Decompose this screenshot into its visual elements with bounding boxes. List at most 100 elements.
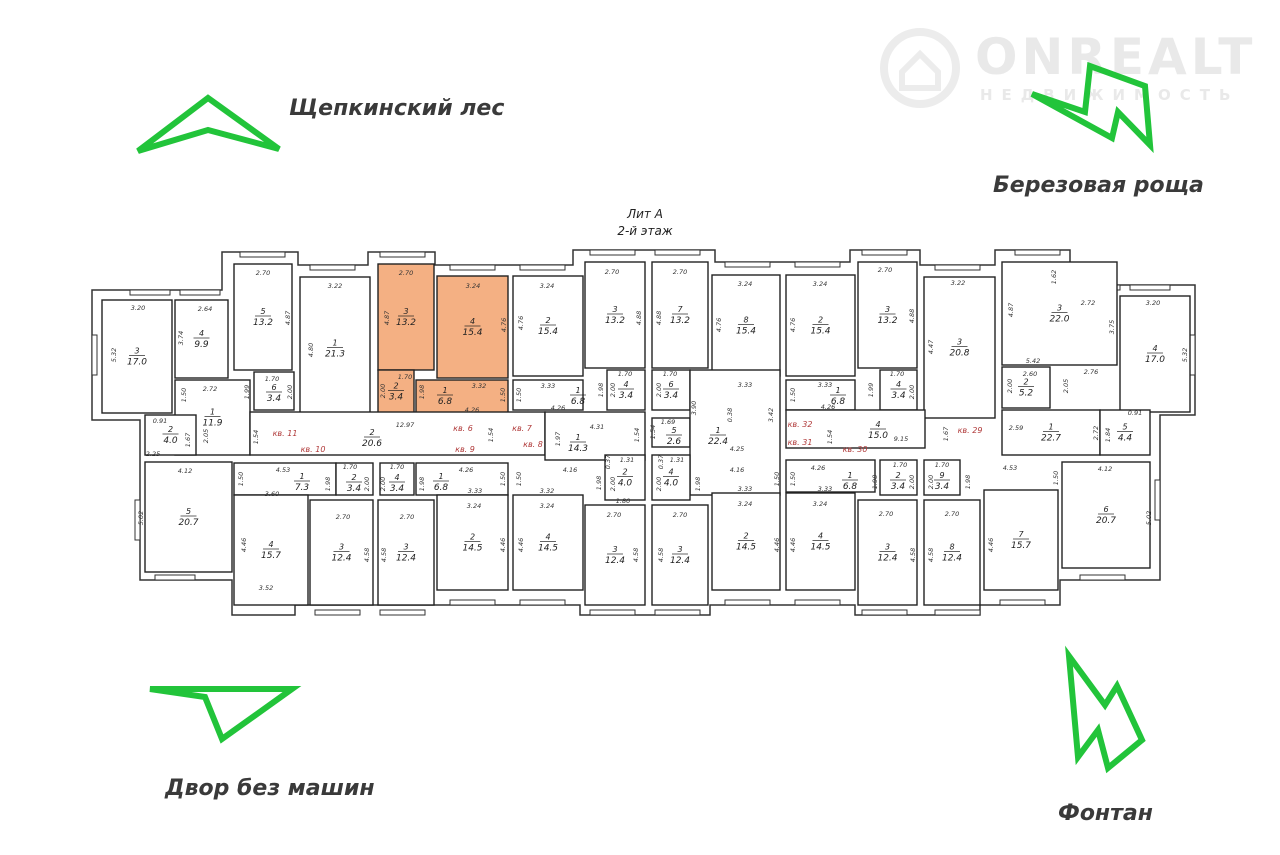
label-shchepkinsky-forest: Щепкинский лес xyxy=(289,96,505,121)
dimension-label: 1.70 xyxy=(390,463,404,471)
room: 24.0 xyxy=(604,454,646,501)
room-number: 2 xyxy=(393,382,398,391)
dimension-label: 1.31 xyxy=(620,456,634,464)
dimension-label: 1.50 xyxy=(789,472,797,486)
room-area: 15.7 xyxy=(1011,541,1031,551)
room: 23.4 xyxy=(879,459,918,496)
room: 54.4 xyxy=(1099,409,1151,456)
room-number: 4 xyxy=(470,317,475,326)
room: 214.5 xyxy=(711,492,781,591)
room-shape xyxy=(785,274,856,377)
room-area: 22.0 xyxy=(1049,315,1069,325)
room-number: 9 xyxy=(939,471,944,480)
room-shape xyxy=(1061,461,1151,569)
room: 43.4 xyxy=(606,369,646,411)
dimension-label: 2.70 xyxy=(945,510,959,518)
room-shape xyxy=(651,454,691,501)
window xyxy=(999,599,1046,606)
direction-arrow-icon xyxy=(136,94,281,154)
room-number: 2 xyxy=(743,532,748,541)
house-logo-icon xyxy=(880,28,960,108)
room-shape xyxy=(651,261,709,369)
room-shape xyxy=(544,411,646,461)
room-area: 3.4 xyxy=(935,482,950,492)
room: 415.4 xyxy=(436,275,509,379)
window xyxy=(309,264,356,271)
dimension-label: 3.33 xyxy=(818,381,832,389)
room-number: 7 xyxy=(677,305,683,314)
dimension-label: 4.87 xyxy=(284,310,292,325)
room-shape xyxy=(857,499,918,606)
room: 520.7 xyxy=(144,461,233,573)
room-number: 1 xyxy=(575,433,580,442)
room-area: 15.4 xyxy=(538,327,558,337)
dimension-label: 5.42 xyxy=(1026,357,1040,365)
room-shape xyxy=(923,459,961,496)
room-number: 2 xyxy=(470,533,475,542)
dimension-label: 1.70 xyxy=(265,375,279,383)
apartment-label: кв. 7 xyxy=(512,424,533,433)
room: 713.2 xyxy=(651,261,709,369)
window xyxy=(519,264,566,271)
window xyxy=(934,264,981,271)
room: 812.4 xyxy=(923,499,981,606)
dimension-label: 4.12 xyxy=(178,467,192,475)
room-area: 12.4 xyxy=(605,556,625,566)
apartment-label: кв. 8 xyxy=(523,440,543,449)
room: 320.8 xyxy=(923,276,996,419)
apartment-label: кв. 32 xyxy=(788,420,813,429)
room-number: 3 xyxy=(1057,304,1062,313)
dimension-label: 5.32 xyxy=(110,348,118,362)
room-shape xyxy=(879,369,918,411)
dimension-label: 3.90 xyxy=(690,401,698,415)
room-shape xyxy=(253,371,295,411)
room: 93.4 xyxy=(923,459,961,496)
dimension-label: 4.58 xyxy=(363,548,371,562)
dimension-label: 3.24 xyxy=(738,500,752,508)
dimension-label: 3.20 xyxy=(1146,299,1160,307)
window xyxy=(91,334,98,376)
dimension-label: 3.24 xyxy=(813,280,827,288)
room-area: 13.2 xyxy=(396,318,416,328)
room-number: 2 xyxy=(168,425,173,434)
room-number: 4 xyxy=(268,540,273,549)
window xyxy=(794,599,841,606)
dimension-label: 4.16 xyxy=(730,466,744,474)
room-number: 1 xyxy=(332,339,337,348)
dimension-label: 2.00 xyxy=(908,385,916,399)
room-area: 3.4 xyxy=(389,393,404,403)
dimension-label: 1.70 xyxy=(890,370,904,378)
dimension-label: 4.88 xyxy=(635,311,643,325)
dimension-label: 3.24 xyxy=(540,282,554,290)
room: 214.5 xyxy=(436,494,509,591)
room-number: 3 xyxy=(957,338,962,347)
dimension-label: 1.54 xyxy=(649,425,657,439)
window xyxy=(724,599,771,606)
room: 317.0 xyxy=(101,299,173,414)
dimension-label: 1.50 xyxy=(773,472,781,486)
dimension-label: 1.54 xyxy=(633,428,641,442)
room-shape xyxy=(512,379,584,411)
room-area: 3.4 xyxy=(664,391,679,401)
room-number: 8 xyxy=(743,316,748,325)
dimension-label: 2.00 xyxy=(655,477,663,491)
room-number: 3 xyxy=(885,305,890,314)
room-shape xyxy=(923,276,996,419)
dimension-label: 2.70 xyxy=(878,266,892,274)
room-area: 15.4 xyxy=(736,327,756,337)
dimension-label: 3.74 xyxy=(177,331,185,345)
dimension-label: 4.53 xyxy=(1003,464,1017,472)
room-shape xyxy=(711,274,781,377)
room-highlighted xyxy=(377,263,435,371)
room-area: 4.0 xyxy=(163,436,178,446)
dimension-label: 1.99 xyxy=(867,383,875,397)
dimension-label: 3.24 xyxy=(813,500,827,508)
room-area: 6.8 xyxy=(843,482,858,492)
dimension-label: 2.72 xyxy=(1092,426,1100,440)
room-number: 2 xyxy=(895,471,900,480)
dimension-label: 2.00 xyxy=(609,383,617,397)
dimension-label: 5.02 xyxy=(137,511,145,525)
dimension-label: 1.98 xyxy=(597,383,605,397)
dimension-label: 4.46 xyxy=(789,538,797,552)
